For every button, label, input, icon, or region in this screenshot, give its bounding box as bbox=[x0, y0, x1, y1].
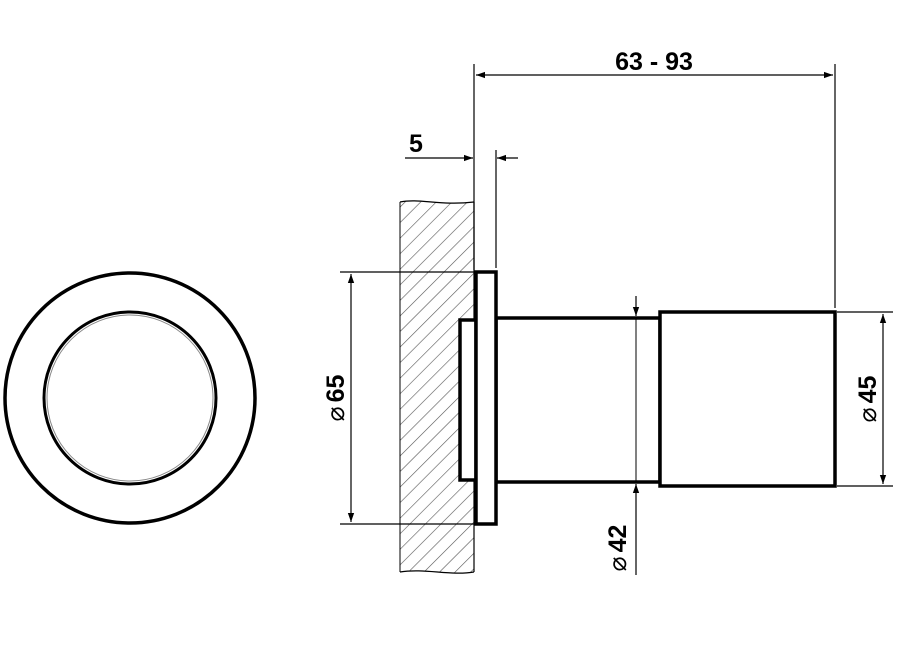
dim-projection-label: 63 - 93 bbox=[615, 48, 693, 76]
flange-plate bbox=[474, 270, 498, 526]
dim-flange-diameter-label: 65 bbox=[322, 374, 350, 402]
front-outer-ring bbox=[3, 271, 257, 525]
dim-projection bbox=[473, 64, 836, 308]
dim-flange-diameter bbox=[340, 271, 474, 525]
dim-knob-diameter-label: 45 bbox=[854, 375, 882, 403]
front-view bbox=[3, 271, 257, 525]
front-inner-ring-shade bbox=[46, 314, 214, 482]
wall-hatch bbox=[400, 200, 474, 574]
wall-bottom-break bbox=[399, 570, 475, 574]
dim-thickness-label: 5 bbox=[409, 130, 423, 158]
svg-text:⌀65: ⌀ 65 bbox=[322, 374, 350, 421]
svg-text:⌀42: ⌀ 42 bbox=[604, 525, 632, 572]
dim-knob-diameter bbox=[837, 311, 893, 487]
recessed-body bbox=[458, 318, 478, 482]
side-view bbox=[458, 270, 837, 526]
dim-body-diameter-symbol: ⌀ bbox=[604, 556, 632, 571]
dim-body-diameter-label: 42 bbox=[604, 525, 632, 553]
front-inner-ring bbox=[42, 310, 218, 486]
body-cylinder bbox=[494, 316, 662, 484]
dim-flange-thickness bbox=[405, 150, 518, 268]
wall-top-break bbox=[399, 200, 475, 204]
dim-knob-diameter-symbol: ⌀ bbox=[854, 407, 882, 422]
knob-cylinder bbox=[658, 310, 837, 488]
svg-text:⌀45: ⌀ 45 bbox=[854, 375, 882, 422]
dim-flange-diameter-symbol: ⌀ bbox=[322, 406, 350, 421]
